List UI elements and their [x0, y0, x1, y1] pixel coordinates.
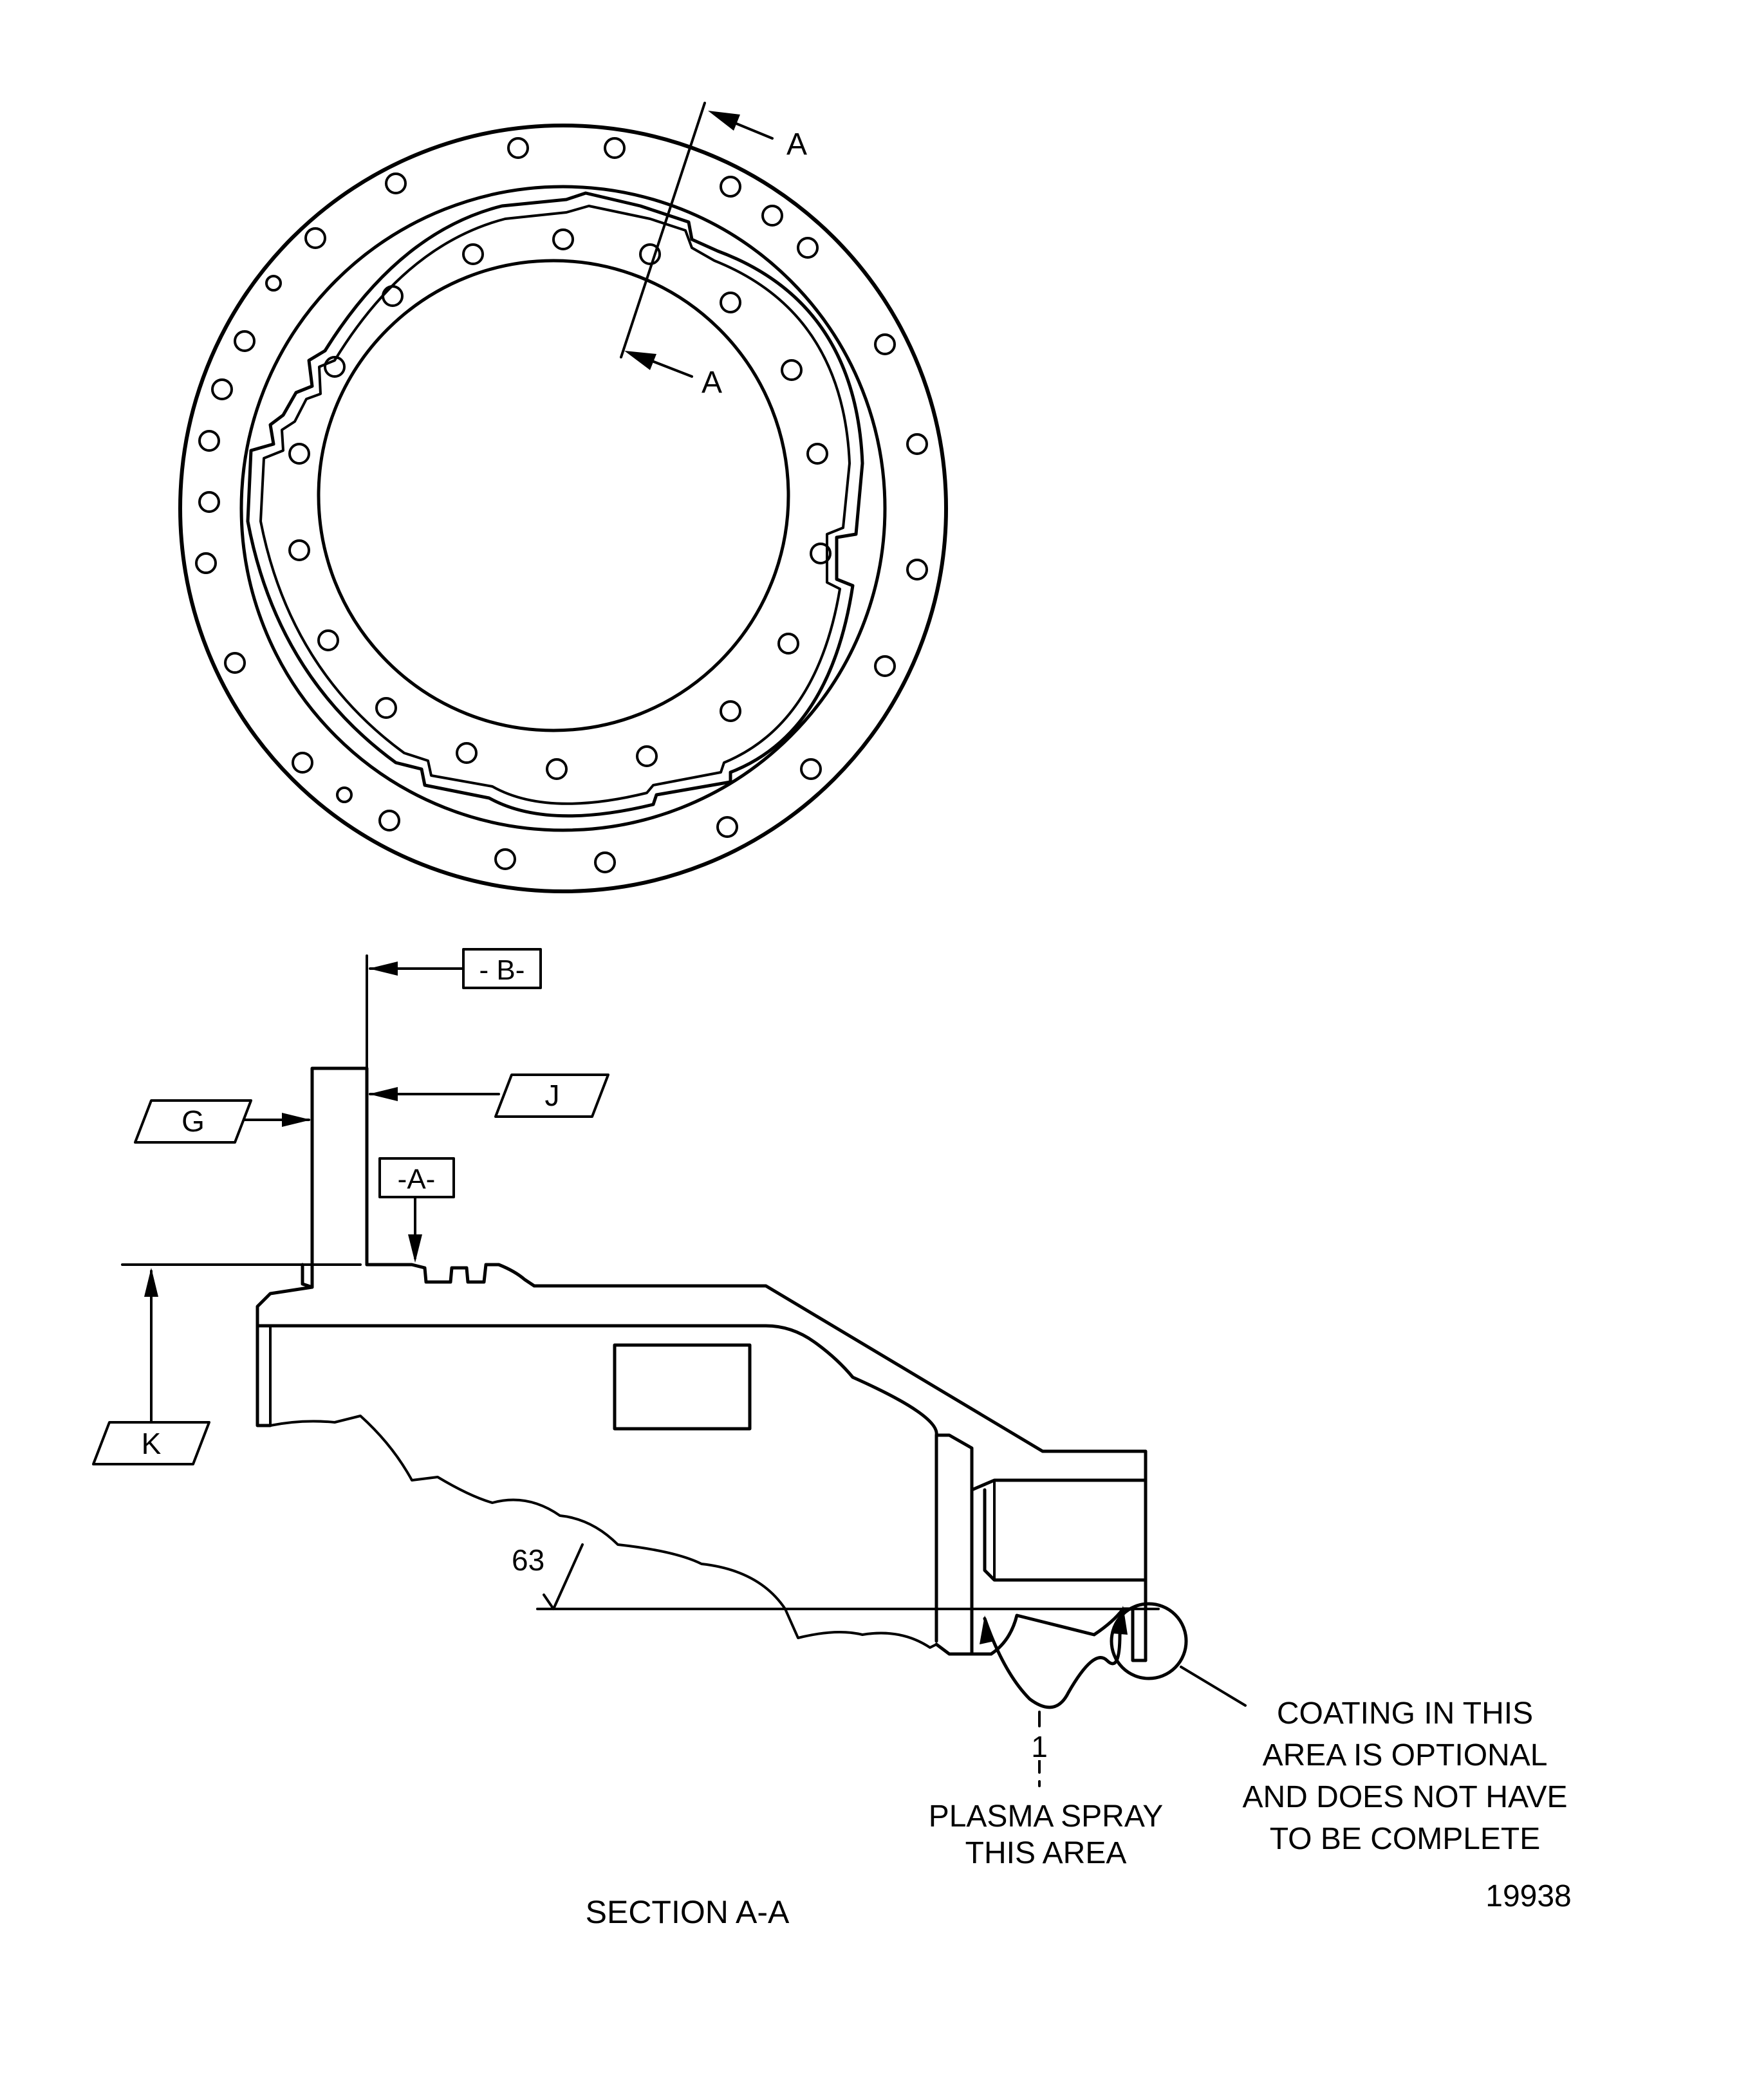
coating-callout-line2: AREA IS OPTIONAL: [1263, 1738, 1548, 1772]
bolt-hole: [304, 227, 326, 249]
surface-finish-symbol: [543, 1543, 584, 1610]
bolt-hole: [777, 633, 799, 655]
bolt-hole: [198, 430, 220, 452]
top-surface-profile: [365, 1263, 1148, 1662]
datum-j-arrow-head: [369, 1087, 398, 1101]
bolt-hole: [594, 851, 616, 873]
section-arrow-head-bottom: [624, 351, 656, 370]
coating-callout-line3: AND DOES NOT HAVE: [1243, 1780, 1568, 1814]
bolt-hole: [265, 275, 282, 292]
datum-k-arrow-head: [144, 1268, 158, 1297]
cutting-plane-line: [620, 102, 706, 358]
bolt-boss-bore: [983, 1488, 1148, 1582]
datum-b-arrow-head: [369, 962, 398, 976]
datum-g-arrow-head: [282, 1113, 311, 1127]
bolt-hole: [604, 137, 626, 159]
bolt-hole: [494, 848, 516, 870]
optional-coating-circle: [1110, 1602, 1188, 1680]
coating-callout-line4: TO BE COMPLETE: [1270, 1822, 1541, 1856]
vertical-wall: [934, 1433, 974, 1656]
bolt-hole: [462, 243, 484, 265]
bolt-hole: [552, 228, 574, 250]
bolt-hole: [720, 176, 741, 198]
bolt-hole: [639, 243, 661, 265]
internal-pocket: [613, 1343, 752, 1431]
bolt-hole: [198, 491, 220, 513]
section-cut-line: A A: [620, 102, 807, 400]
bore-circle: [317, 259, 790, 732]
bolt-circle-ring: [239, 185, 887, 832]
bolt-hole: [288, 539, 310, 561]
section-a-a-view: 63 - B- J G -A- K: [92, 948, 1572, 1930]
flange-top-view: A A: [178, 102, 948, 893]
section-title: SECTION A-A: [586, 1894, 790, 1930]
bolt-hole: [806, 443, 828, 465]
bolt-hole: [810, 543, 832, 564]
bolt-hole: [378, 810, 400, 832]
datum-k-label: K: [142, 1427, 162, 1460]
bolt-hole: [906, 559, 928, 581]
datum-b-label: - B-: [479, 954, 525, 986]
inner-bolt-holes: [288, 228, 832, 780]
bolt-hole: [781, 359, 803, 381]
bolt-hole: [720, 292, 741, 313]
section-mark-label-bottom: A: [702, 366, 722, 400]
bolt-hole: [195, 552, 217, 574]
plasma-arrow-head-left: [980, 1615, 994, 1644]
bolt-hole: [507, 137, 529, 159]
datum-j-label: J: [545, 1079, 560, 1112]
bolt-hole: [211, 378, 233, 400]
surface-finish-value: 63: [512, 1543, 544, 1577]
bolt-hole: [234, 330, 256, 352]
bolt-hole: [636, 745, 658, 767]
datum-a-label: -A-: [398, 1164, 436, 1195]
inner-profile: [246, 191, 864, 818]
bolt-hole: [224, 652, 246, 674]
bolt-hole: [292, 752, 313, 774]
bolt-hole: [546, 758, 568, 780]
datum-j-frame: [494, 1073, 609, 1118]
plasma-callout-line1: PLASMA SPRAY: [929, 1799, 1164, 1834]
bolt-hole: [797, 237, 819, 259]
inner-top-line: [256, 1324, 938, 1643]
bolt-hole: [720, 700, 741, 722]
bolt-hole: [906, 433, 928, 455]
datum-a-frame: [378, 1157, 455, 1198]
inner-profile-inner-edge: [259, 205, 851, 805]
section-arrow-head-top: [708, 111, 740, 131]
bolt-hole: [336, 786, 353, 803]
coating-leader-line: [1180, 1666, 1247, 1707]
datum-g-frame: [134, 1099, 252, 1144]
bolt-hole: [761, 205, 783, 227]
flange-outline: [301, 1066, 369, 1289]
bolt-hole: [800, 758, 822, 780]
bolt-hole: [324, 356, 346, 378]
figure-number: 19938: [1485, 1879, 1571, 1913]
datum-k-frame: [92, 1421, 210, 1465]
plasma-callout-number: 1: [1031, 1730, 1048, 1763]
bolt-hole: [456, 742, 478, 764]
plasma-callout-line2: THIS AREA: [965, 1836, 1127, 1870]
break-line: [269, 1415, 938, 1649]
outer-rim-circle: [178, 124, 948, 893]
coating-callout-line1: COATING IN THIS: [1277, 1696, 1533, 1731]
bolt-hole: [375, 697, 397, 719]
section-mark-label-top: A: [786, 127, 807, 162]
plasma-spray-wave: [983, 1607, 1125, 1709]
bolt-hole: [385, 172, 407, 194]
bolt-hole: [317, 629, 339, 651]
bolt-hole: [288, 443, 310, 465]
outer-bolt-holes: [195, 137, 928, 873]
bolt-hole: [874, 655, 896, 677]
datum-a-arrow-head: [408, 1234, 422, 1263]
datum-g-label: G: [181, 1104, 205, 1138]
left-end-profile: [256, 1285, 314, 1427]
datum-b-frame: [462, 948, 542, 989]
bolt-hole: [874, 333, 896, 355]
bolt-boss: [970, 1478, 1148, 1492]
bolt-hole: [382, 285, 404, 307]
bolt-hole: [716, 816, 738, 838]
